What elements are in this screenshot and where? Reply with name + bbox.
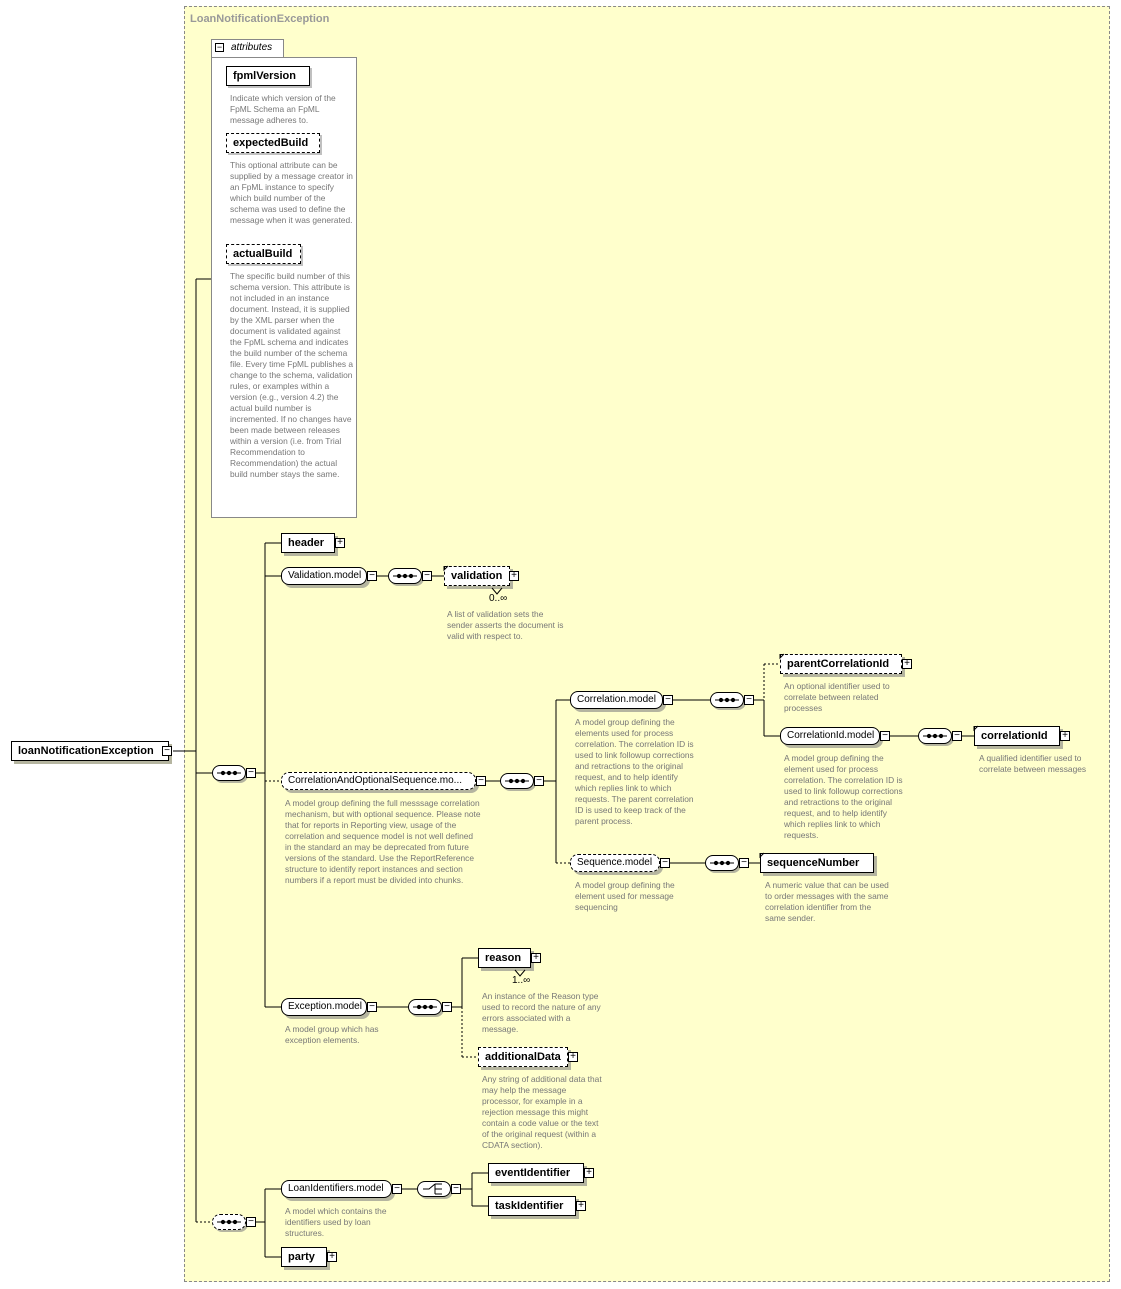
expand-icon[interactable]: + bbox=[1060, 731, 1070, 741]
node-label: Correlation.model bbox=[577, 694, 656, 705]
collapse-icon[interactable]: − bbox=[952, 731, 962, 741]
collapse-icon[interactable]: − bbox=[246, 768, 256, 778]
collapse-icon[interactable]: − bbox=[246, 1217, 256, 1227]
expand-icon[interactable]: + bbox=[568, 1052, 578, 1062]
collapse-icon[interactable]: − bbox=[476, 776, 486, 786]
element-party[interactable]: party bbox=[281, 1247, 327, 1267]
collapse-icon[interactable]: − bbox=[367, 571, 377, 581]
group-validation-model[interactable]: Validation.model bbox=[281, 567, 367, 585]
expand-icon[interactable]: + bbox=[576, 1201, 586, 1211]
attr-expectedbuild[interactable]: expectedBuild bbox=[226, 133, 320, 153]
node-description: A model group defining the element used … bbox=[575, 880, 675, 912]
node-label: LoanIdentifiers.model bbox=[288, 1183, 384, 1194]
element-parent-correlation-id[interactable]: parentCorrelationId bbox=[780, 654, 902, 674]
group-correlation-model[interactable]: Correlation.model bbox=[570, 691, 663, 709]
node-description: Any string of additional data that may h… bbox=[482, 1074, 602, 1150]
node-label: taskIdentifier bbox=[495, 1200, 564, 1212]
attr-description: Indicate which version of the FpML Schem… bbox=[230, 93, 336, 125]
collapse-icon[interactable]: − bbox=[880, 731, 890, 741]
group-loan-identifiers-model[interactable]: LoanIdentifiers.model bbox=[281, 1180, 392, 1198]
expand-icon[interactable]: + bbox=[584, 1168, 594, 1178]
collapse-icon[interactable]: − bbox=[215, 42, 224, 52]
node-label: party bbox=[288, 1251, 315, 1263]
node-description: A qualified identifier used to correlate… bbox=[979, 753, 1087, 774]
node-label: Validation.model bbox=[288, 570, 362, 581]
type-title: LoanNotificationException bbox=[190, 13, 330, 25]
attributes-tab: attributes bbox=[211, 39, 284, 58]
node-label: validation bbox=[451, 570, 503, 582]
collapse-icon[interactable]: − bbox=[367, 1002, 377, 1012]
collapse-icon[interactable]: − bbox=[422, 571, 432, 581]
collapse-icon[interactable]: − bbox=[162, 746, 172, 756]
element-event-identifier[interactable]: eventIdentifier bbox=[488, 1163, 584, 1183]
node-label: CorrelationAndOptionalSequence.mo... bbox=[288, 775, 462, 786]
node-description: A model group defining the full messsage… bbox=[285, 798, 481, 885]
expand-icon[interactable]: + bbox=[335, 538, 345, 548]
expand-icon[interactable]: + bbox=[327, 1252, 337, 1262]
node-description: An instance of the Reason type used to r… bbox=[482, 991, 601, 1034]
element-validation[interactable]: validation bbox=[444, 566, 510, 586]
node-label: eventIdentifier bbox=[495, 1167, 571, 1179]
choice-compositor[interactable] bbox=[417, 1181, 451, 1197]
element-correlation-id[interactable]: correlationId bbox=[974, 726, 1060, 746]
node-description: An optional identifier used to correlate… bbox=[784, 681, 890, 713]
cardinality: 1..∞ bbox=[512, 975, 531, 986]
node-label: header bbox=[288, 537, 325, 549]
collapse-icon[interactable]: − bbox=[442, 1002, 452, 1012]
element-reason[interactable]: reason bbox=[478, 948, 531, 968]
expand-icon[interactable]: + bbox=[531, 953, 541, 963]
node-label: Sequence.model bbox=[577, 857, 653, 868]
collapse-icon[interactable]: − bbox=[534, 776, 544, 786]
group-sequence-model[interactable]: Sequence.model bbox=[570, 854, 660, 872]
attr-name: actualBuild bbox=[233, 248, 293, 260]
attr-actualbuild[interactable]: actualBuild bbox=[226, 244, 301, 264]
root-element[interactable]: loanNotificationException bbox=[11, 741, 169, 761]
cardinality: 0..∞ bbox=[489, 593, 508, 604]
collapse-icon[interactable]: − bbox=[663, 695, 673, 705]
node-label: sequenceNumber bbox=[767, 857, 860, 869]
root-label: loanNotificationException bbox=[18, 745, 154, 757]
node-description: A model which contains the identifiers u… bbox=[285, 1206, 387, 1238]
node-label: CorrelationId.model bbox=[787, 730, 875, 741]
element-header[interactable]: header bbox=[281, 533, 335, 553]
node-description: A list of validation sets the sender ass… bbox=[447, 609, 564, 641]
collapse-icon[interactable]: − bbox=[739, 858, 749, 868]
node-label: correlationId bbox=[981, 730, 1048, 742]
node-description: A model group which has exception elemen… bbox=[285, 1024, 379, 1045]
element-sequence-number[interactable]: sequenceNumber bbox=[760, 853, 874, 873]
node-description: A model group defining the elements used… bbox=[575, 717, 694, 826]
collapse-icon[interactable]: − bbox=[660, 858, 670, 868]
attr-fpmlversion[interactable]: fpmlVersion bbox=[226, 66, 310, 86]
expand-icon[interactable]: + bbox=[902, 659, 912, 669]
attr-description: The specific build number of this schema… bbox=[230, 271, 354, 479]
node-label: additionalData bbox=[485, 1051, 561, 1063]
node-label: parentCorrelationId bbox=[787, 658, 890, 670]
node-description: A model group defining the element used … bbox=[784, 753, 903, 840]
node-description: A numeric value that can be used to orde… bbox=[765, 880, 889, 923]
attr-name: fpmlVersion bbox=[233, 70, 296, 82]
collapse-icon[interactable]: − bbox=[392, 1184, 402, 1194]
collapse-icon[interactable]: − bbox=[451, 1184, 461, 1194]
element-task-identifier[interactable]: taskIdentifier bbox=[488, 1196, 576, 1216]
attr-description: This optional attribute can be supplied … bbox=[230, 160, 353, 225]
collapse-icon[interactable]: − bbox=[744, 695, 754, 705]
attr-name: expectedBuild bbox=[233, 137, 309, 149]
group-correlation-id-model[interactable]: CorrelationId.model bbox=[780, 727, 880, 745]
group-correlation-and-optional-sequence[interactable]: CorrelationAndOptionalSequence.mo... bbox=[281, 772, 476, 790]
attributes-tab-label: attributes bbox=[231, 42, 273, 53]
node-label: Exception.model bbox=[288, 1001, 362, 1012]
expand-icon[interactable]: + bbox=[509, 571, 519, 581]
node-label: reason bbox=[485, 952, 522, 964]
group-exception-model[interactable]: Exception.model bbox=[281, 998, 367, 1016]
element-additional-data[interactable]: additionalData bbox=[478, 1047, 568, 1067]
